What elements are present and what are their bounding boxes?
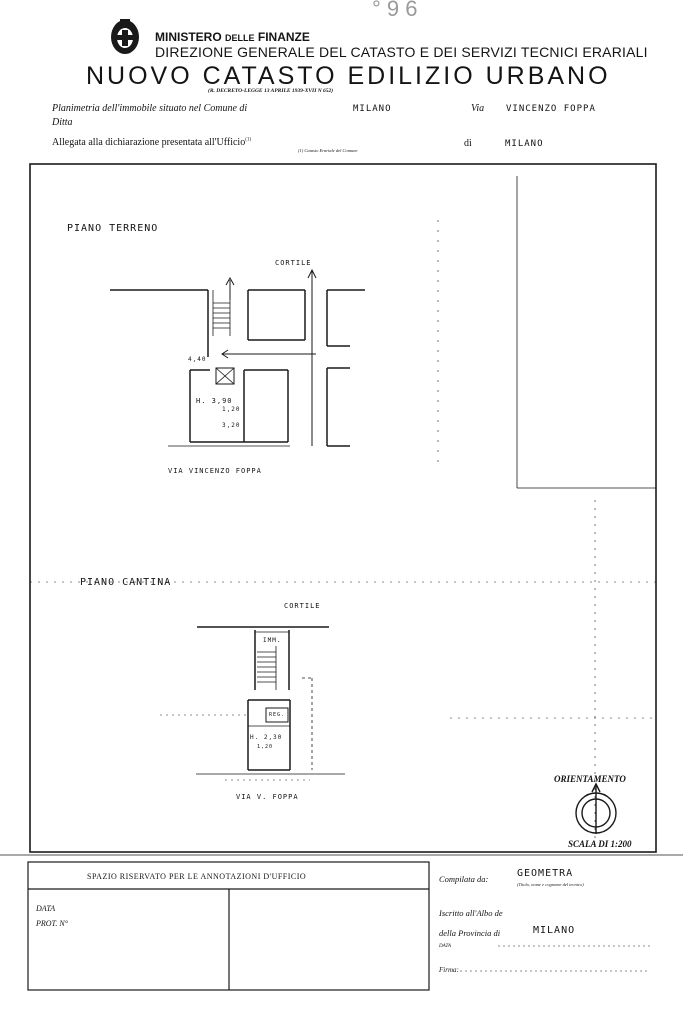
street-label: VIA V. FOPPA [236,793,299,801]
prot-label: PROT. N° [36,919,68,928]
provincia-label: della Provincia di [439,928,501,938]
dimension-label: 3,20 [222,422,241,429]
comune-value: MILANO [353,104,392,114]
room-code: REG. [269,712,286,718]
level-mark: H. 2,30 [250,734,283,741]
ufficio-footnote: (1) Catasto Erariale del Comune [298,148,358,153]
scale-label: SCALA DI 1:200 [568,839,632,849]
planimetria-label: Planimetria dell'immobile situato nel Co… [52,103,248,114]
basement-title: PIANO CANTINA [80,577,172,588]
compilata-value: GEOMETRA [517,868,574,879]
di-label: di [464,138,472,149]
level-mark: H. 3,90 [196,397,233,405]
decree-reference: (R. DECRETO-LEGGE 13 APRILE 1939-XVII N … [208,88,334,94]
data-label: DATA [36,904,56,913]
ministry-name: MINISTERO DELLE FINANZE [155,30,310,44]
basement-plan [160,626,345,781]
allegata-label: Allegata alla dichiarazione presentata a… [52,137,252,148]
ground-floor-plan [110,268,365,447]
compilata-note: (Titolo, nome e cognome del tecnico) [517,882,584,887]
reserved-space-title: SPAZIO RISERVATO PER LE ANNOTAZIONI D'UF… [87,872,307,881]
room-code: IMM. [263,637,282,644]
dimension-label: 1,20 [257,744,274,750]
provincia-value: MILANO [533,925,576,936]
direction-name: DIREZIONE GENERALE DEL CATASTO E DEI SER… [155,44,648,60]
orientation-label: ORIENTAMENTO [554,774,626,784]
di-value: MILANO [505,139,544,149]
courtyard-label: CORTILE [284,602,321,610]
compilata-label: Compilata da: [439,874,489,884]
via-label: Via [471,103,485,114]
footer-table [0,854,683,991]
ground-floor-title: PIANO TERRENO [67,223,159,234]
street-label: VIA VINCENZO FOPPA [168,467,262,475]
iscritto-label: Iscritto all'Albo de [439,908,503,918]
courtyard-label: CORTILE [275,259,312,267]
firma-label: Firma: [439,966,459,974]
compass-icon [575,782,617,834]
dimension-label: 4,40 [188,356,207,363]
stamp-number: ° 9 6 [372,0,418,21]
drawing-frame [29,163,657,853]
registry-title: NUOVO CATASTO EDILIZIO URBANO [86,62,611,90]
data-label-2: DATA [439,944,451,949]
via-value: VINCENZO FOPPA [506,104,596,114]
state-emblem-icon [111,19,139,54]
dimension-label: 1,20 [222,406,241,413]
ditta-label: Ditta [52,117,73,128]
